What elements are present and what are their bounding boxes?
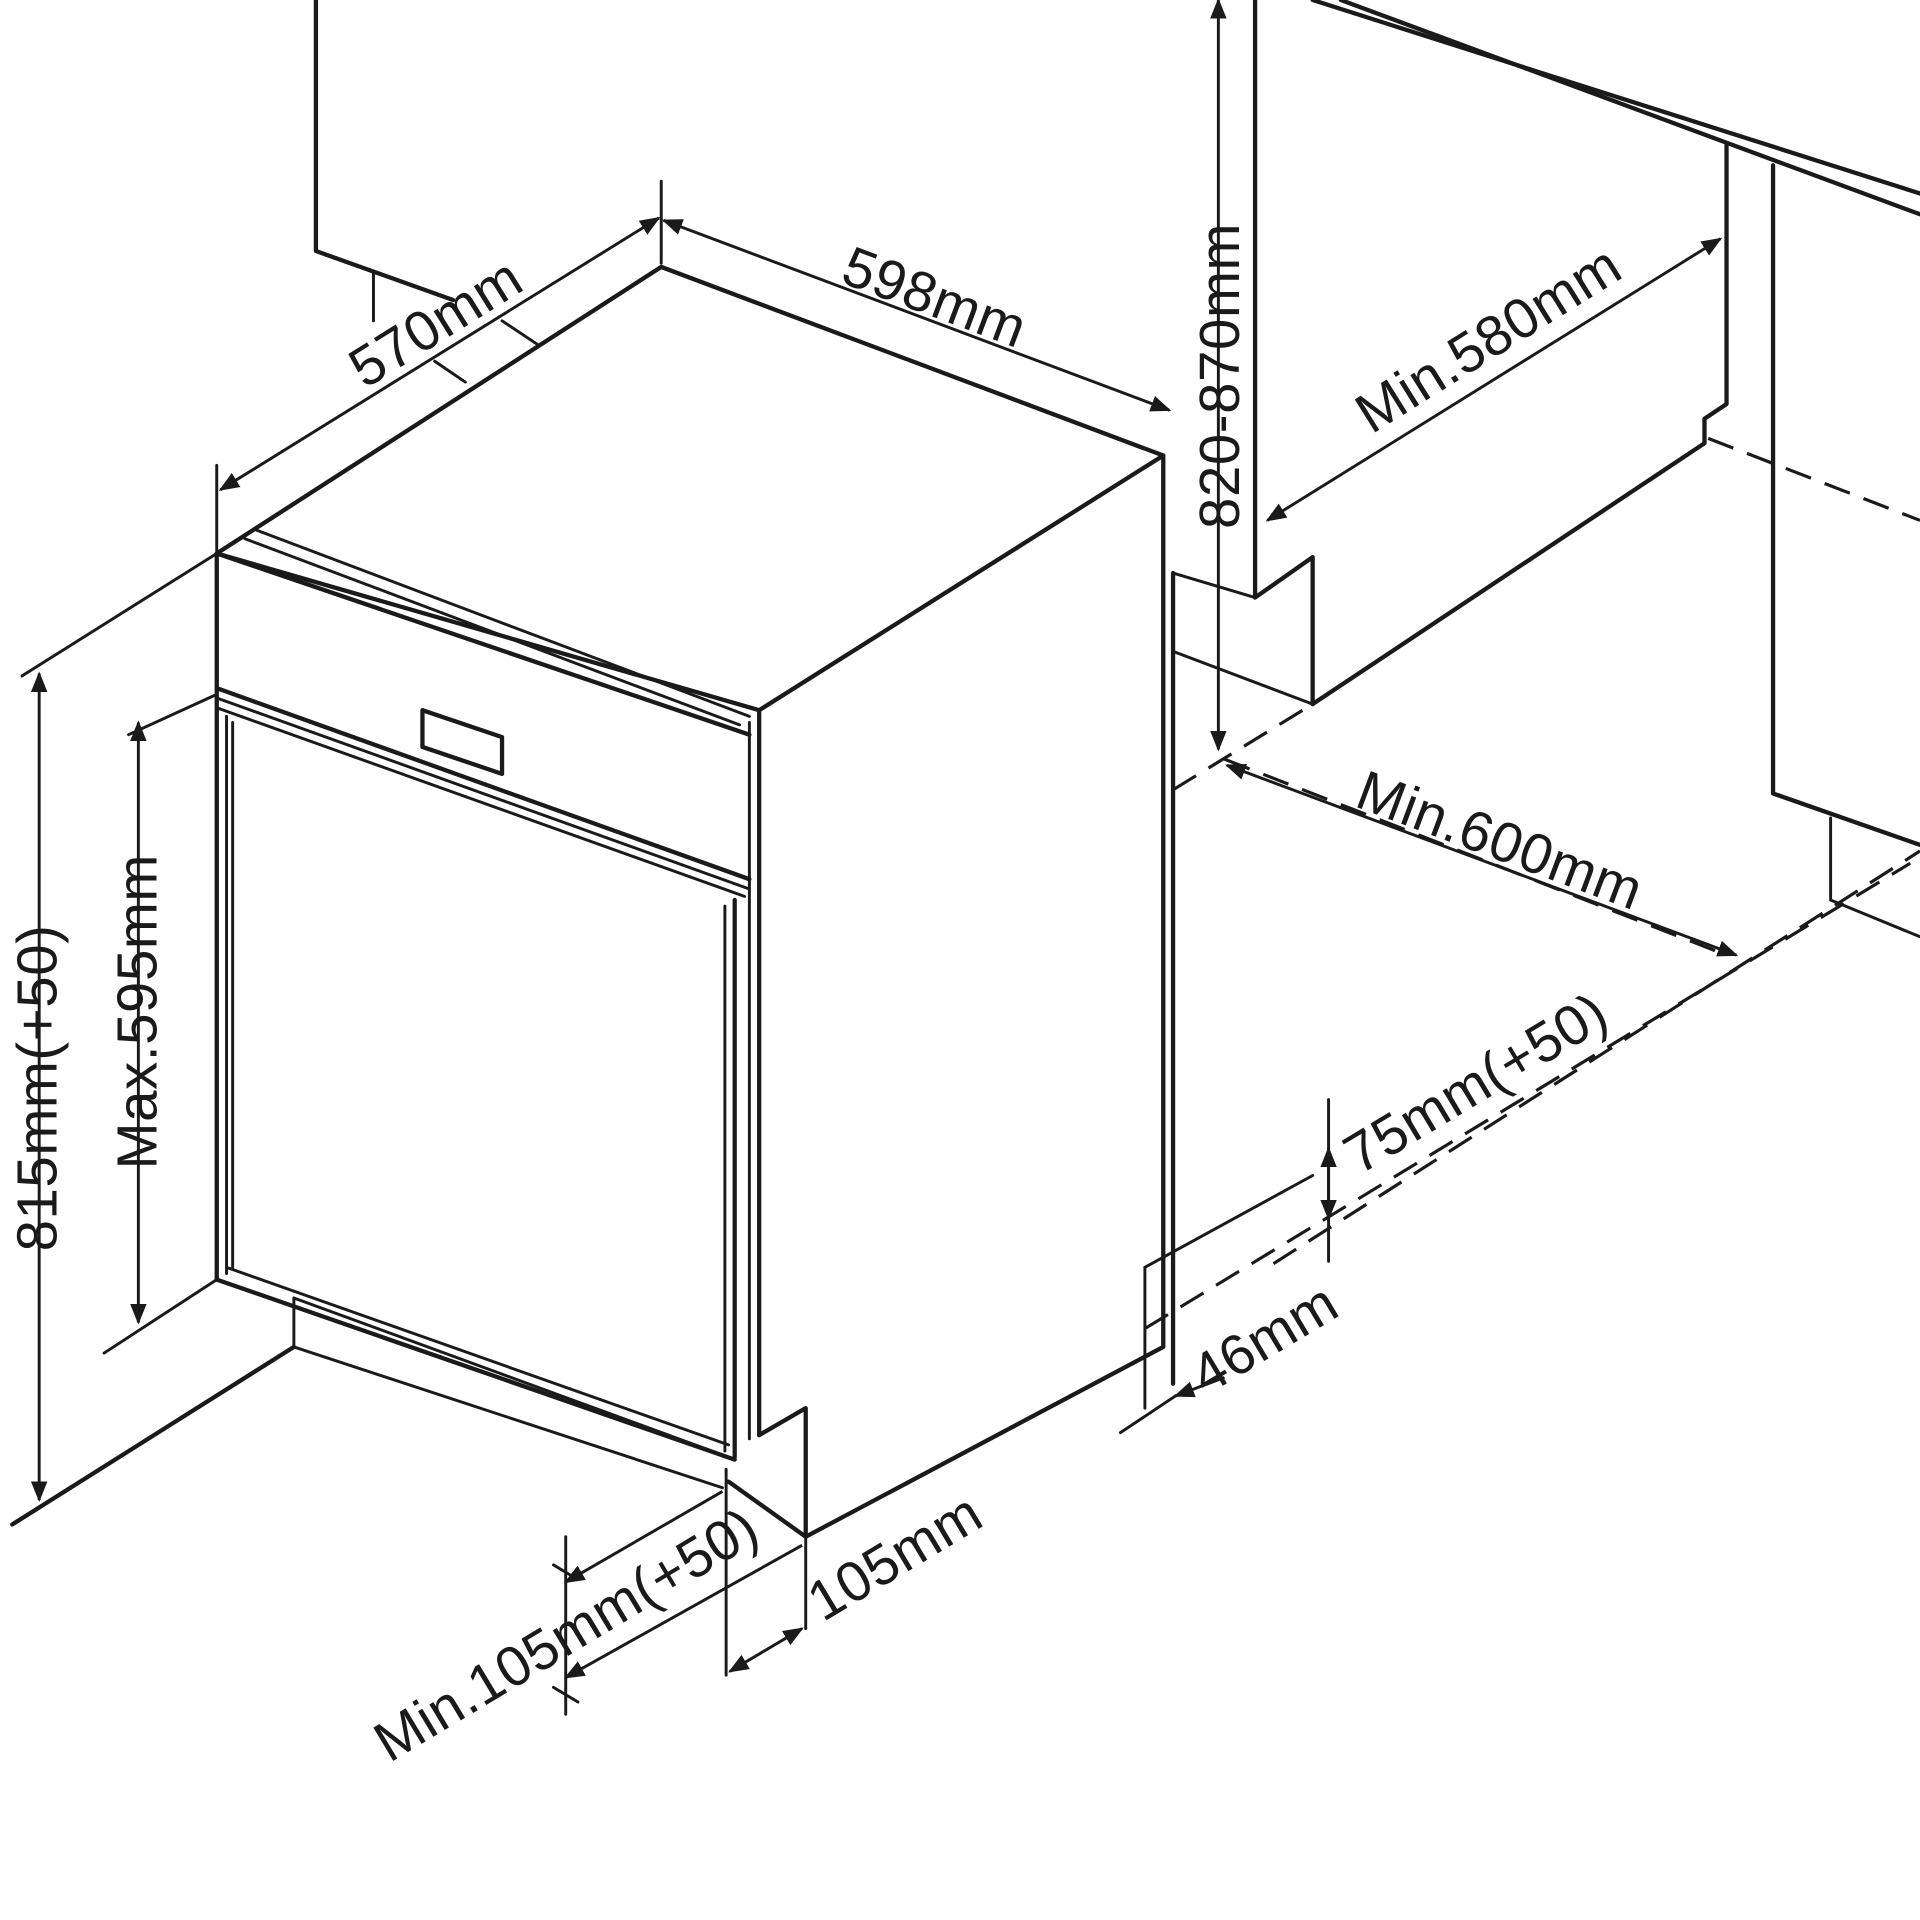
dishwasher-body — [214, 264, 1166, 1539]
niche-width-label: Min.600mm — [1349, 758, 1652, 922]
left-upper-cabinet — [313, 0, 456, 323]
plinth-height-label: 75mm(+50) — [1333, 980, 1618, 1186]
niche-depth-label: Min.580mm — [1344, 233, 1632, 445]
niche-height-label: 820-870mm — [1188, 223, 1251, 529]
dimension-lines — [30, 0, 1739, 1716]
display-window — [420, 708, 505, 777]
width-label: 598mm — [835, 234, 1036, 360]
door-height-label: Max.595mm — [106, 854, 169, 1169]
front-offset-label: 105mm — [797, 1480, 993, 1632]
side-gap-label: 46mm — [1180, 1270, 1349, 1406]
floor-lines — [10, 552, 297, 1527]
dimension-labels: 598mm 570mm 815mm(+50) Max.595mm 820-870… — [5, 223, 1651, 1774]
total-height-label: 815mm(+50) — [5, 924, 68, 1251]
niche-cabinets — [1118, 0, 1920, 1435]
